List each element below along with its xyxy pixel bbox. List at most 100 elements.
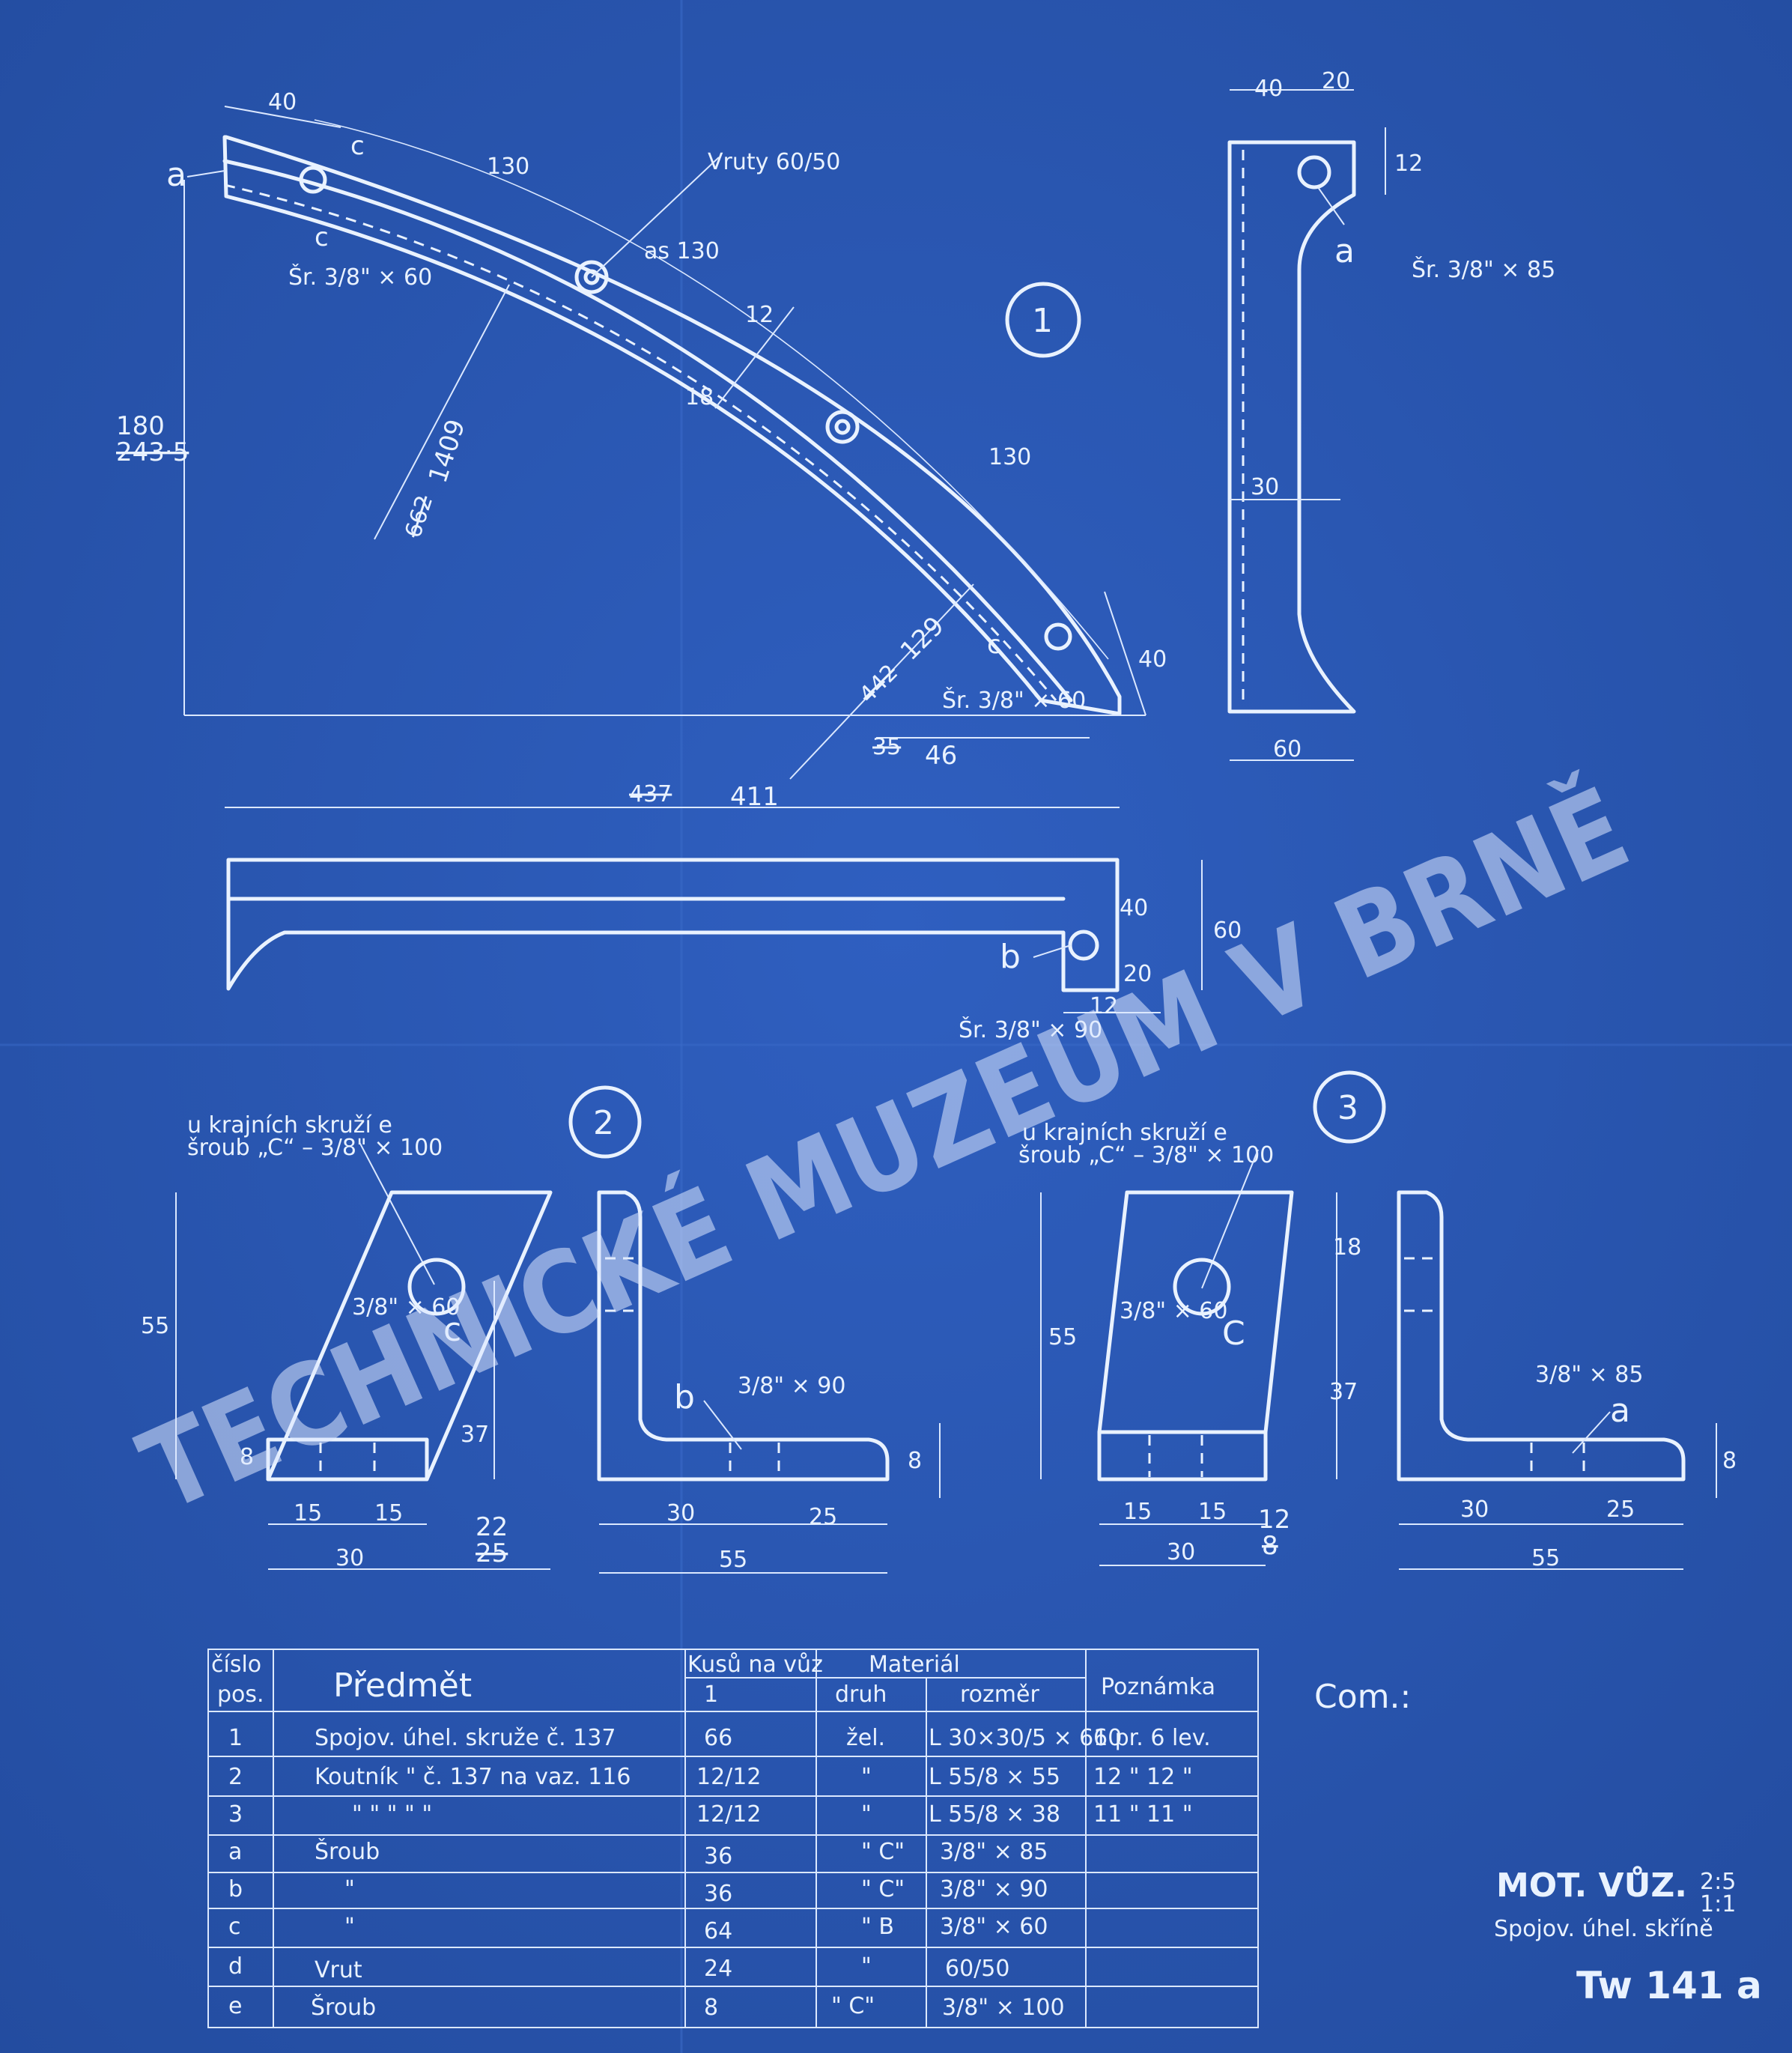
cell-kusu: 36 bbox=[704, 1843, 732, 1869]
cell-pos: 3 bbox=[228, 1801, 243, 1828]
view2-bolt-b: 3/8" × 90 bbox=[738, 1373, 845, 1399]
view2-bolt-size: 3/8" × 60 bbox=[352, 1294, 460, 1320]
bottom-dim-60-text: 60 bbox=[1213, 918, 1242, 944]
cell-druh: " bbox=[861, 1764, 872, 1790]
view2-base-plate bbox=[266, 1437, 429, 1482]
view2-dim-15a: 15 bbox=[294, 1500, 322, 1526]
th-poznamka: Poznámka bbox=[1101, 1674, 1215, 1700]
view2-note-1: u krajních skruží e bbox=[187, 1112, 392, 1138]
dim-line-radius-1409 bbox=[374, 284, 510, 540]
dim-40-top: 40 bbox=[268, 89, 297, 115]
cell-rozmer: L 55/8 × 55 bbox=[929, 1764, 1060, 1790]
cell-pos: b bbox=[228, 1876, 243, 1902]
table-frame bbox=[207, 1649, 1259, 2028]
view-1-curved-angle: a 40 c c Šr. 3/8" × 60 130 Vruty 60/50 a… bbox=[116, 89, 1167, 812]
bottom-view-outline bbox=[226, 858, 1120, 992]
dim-line-radius-129 bbox=[789, 583, 974, 780]
view3-dim-15a: 15 bbox=[1123, 1499, 1152, 1525]
view2-note-2: šroub „C“ – 3/8" × 100 bbox=[187, 1135, 443, 1161]
view2-side-dim-25: 25 bbox=[809, 1504, 837, 1530]
view3-dim-8-old: 8 bbox=[1262, 1531, 1278, 1561]
view-1-bottom-view: 40 60 20 12 b Šr. 3/8" × 90 bbox=[226, 858, 1242, 1043]
cell-pos: 2 bbox=[228, 1764, 243, 1790]
view-number-1-circle bbox=[1005, 282, 1081, 358]
table-row: c " 64 " B 3/8" × 60 bbox=[208, 1914, 1258, 1948]
dim-line-vruty-leader bbox=[591, 157, 720, 278]
view-number-1: 1 bbox=[1032, 302, 1053, 340]
bolt-hole-vrut-1 bbox=[574, 260, 609, 294]
cell-pozn: 11 " 11 " bbox=[1093, 1801, 1193, 1828]
view2-dim-8: 8 bbox=[240, 1444, 254, 1470]
dim-46: 46 bbox=[925, 741, 957, 771]
th-kusu-sub: 1 bbox=[704, 1681, 718, 1708]
view-3-corner-bracket: 3 u krajních skruží e šroub „C“ – 3/8" ×… bbox=[1018, 1070, 1737, 1571]
cell-predmet: " " " " " bbox=[352, 1801, 432, 1828]
view2-note-leader bbox=[359, 1141, 435, 1285]
label-c-2: c bbox=[315, 222, 329, 252]
view3-bolt-a: 3/8" × 85 bbox=[1535, 1362, 1643, 1388]
cell-kusu: 66 bbox=[704, 1725, 732, 1751]
dim-12: 12 bbox=[745, 302, 774, 328]
view2-side-dim-55: 55 bbox=[719, 1547, 747, 1573]
table-row: d Vrut 24 " 60/50 bbox=[208, 1953, 1258, 1987]
label-a: a bbox=[166, 156, 186, 194]
side-dim-12-text: 12 bbox=[1394, 151, 1423, 177]
view3-dim-37: 37 bbox=[1329, 1379, 1358, 1405]
th-material: Materiál bbox=[869, 1652, 960, 1678]
bottom-dim-40-text: 40 bbox=[1120, 895, 1148, 921]
view2-side-dim-30: 30 bbox=[666, 1500, 695, 1526]
table-row: a Šroub 36 " C" 3/8" × 85 bbox=[208, 1837, 1258, 1873]
dim-height-243-5: 243·5 bbox=[116, 437, 189, 467]
leader-a bbox=[186, 170, 225, 178]
view3-base-plate bbox=[1097, 1430, 1268, 1482]
side-dim-40: 40 bbox=[1254, 76, 1283, 102]
view3-dim-12: 12 bbox=[1258, 1505, 1290, 1535]
th-druh: druh bbox=[835, 1681, 887, 1708]
cell-druh: " bbox=[861, 1953, 872, 1980]
cell-kusu: 24 bbox=[704, 1956, 732, 1982]
label-c-1: c bbox=[350, 131, 365, 161]
view3-dim-55: 55 bbox=[1048, 1324, 1077, 1350]
table-row: e Šroub 8 " C" 3/8" × 100 bbox=[228, 1993, 1065, 2021]
bottom-note-sr: Šr. 3/8" × 90 bbox=[959, 1016, 1102, 1043]
cell-kusu: 12/12 bbox=[696, 1801, 761, 1828]
cell-druh: " C" bbox=[861, 1839, 905, 1865]
view2-side-outline bbox=[597, 1190, 890, 1482]
note-sr-2: Šr. 3/8" × 60 bbox=[942, 686, 1086, 714]
dim-line-40-top bbox=[224, 106, 341, 128]
cell-kusu: 12/12 bbox=[696, 1764, 761, 1790]
dim-35: 35 bbox=[872, 734, 901, 760]
cell-predmet: Spojov. úhel. skruže č. 137 bbox=[315, 1725, 616, 1751]
drawing-number: Tw 141 a bbox=[1576, 1964, 1762, 2007]
cell-rozmer: 60/50 bbox=[945, 1956, 1009, 1982]
side-dim-60-text: 60 bbox=[1273, 736, 1302, 762]
view3-label-c: C bbox=[1222, 1314, 1245, 1353]
view2-label-c: c bbox=[443, 1311, 461, 1349]
dim-130-b: 130 bbox=[988, 444, 1031, 470]
dim-18: 18 bbox=[685, 384, 714, 410]
table-row: 2 Koutník " č. 137 na vaz. 116 12/12 " L… bbox=[208, 1764, 1258, 1797]
bottom-dim-20-text: 20 bbox=[1123, 961, 1152, 987]
cell-pozn: 6 pr. 6 lev. bbox=[1093, 1725, 1211, 1751]
view2-dim-30: 30 bbox=[335, 1545, 364, 1571]
view-number-2-circle bbox=[568, 1085, 642, 1159]
view-number-2: 2 bbox=[593, 1104, 614, 1142]
cell-druh: žel. bbox=[846, 1725, 885, 1751]
view3-dim-30: 30 bbox=[1167, 1539, 1195, 1565]
curved-angle-inner-line bbox=[222, 159, 1073, 703]
view3-bolt-size: 3/8" × 60 bbox=[1120, 1298, 1227, 1324]
view2-side-dim-8: 8 bbox=[908, 1448, 922, 1474]
dim-height-180: 180 bbox=[116, 411, 165, 441]
view2-dim-22: 22 bbox=[476, 1512, 508, 1542]
cell-pos: a bbox=[228, 1839, 242, 1865]
cell-predmet: " bbox=[344, 1876, 355, 1902]
com-label: Com.: bbox=[1314, 1678, 1411, 1716]
view2-dim-25-old: 25 bbox=[476, 1538, 508, 1568]
bolt-hole-c-2 bbox=[1044, 622, 1072, 651]
side-note-sr: Šr. 3/8" × 85 bbox=[1412, 255, 1555, 283]
curved-angle-flange-line bbox=[224, 184, 1057, 701]
side-bolt-hole-a bbox=[1297, 155, 1331, 189]
bolt-hole-vrut-1-inner bbox=[583, 269, 600, 285]
dim-width-437: 437 bbox=[629, 781, 672, 807]
